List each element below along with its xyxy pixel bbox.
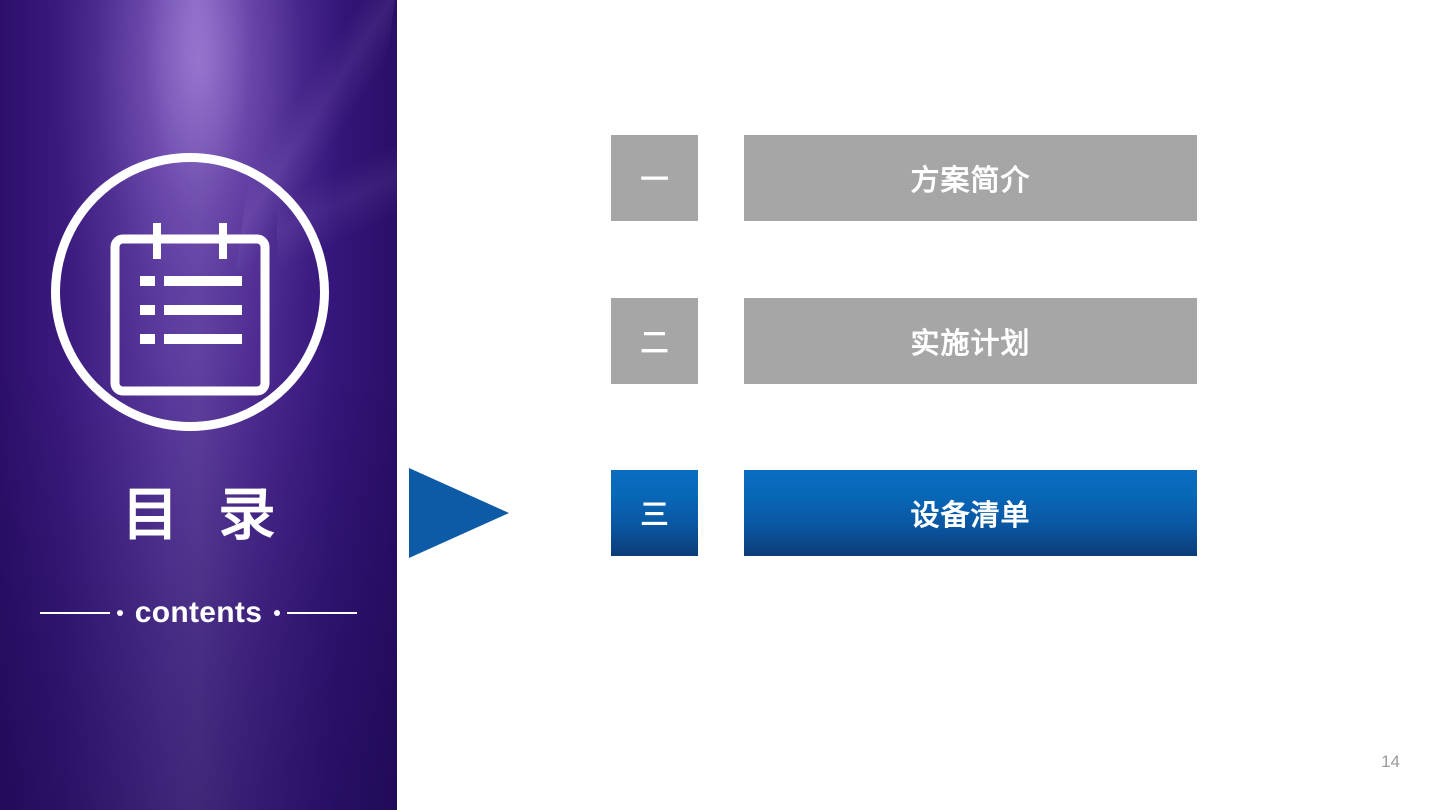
deco-dot [116, 610, 123, 616]
agenda-item-3-label: 设备清单 [744, 470, 1197, 556]
agenda-item-2-label: 实施计划 [744, 298, 1197, 384]
deco-line-segment [287, 612, 358, 614]
logo-circle-ring [51, 153, 329, 431]
clipboard-list-icon [110, 223, 270, 396]
triangle-arrow-icon [409, 468, 509, 558]
page-title-en: contents [134, 596, 263, 629]
agenda-item-2-number: 二 [611, 298, 698, 384]
agenda-item-1-label: 方案简介 [744, 135, 1197, 221]
agenda-item-2[interactable]: 二 实施计划 [611, 298, 1197, 384]
active-item-arrow-marker [409, 468, 509, 558]
agenda-item-1[interactable]: 一 方案简介 [611, 135, 1197, 221]
page-title-cn: 目 录 [121, 482, 286, 548]
page-number: 14 [1381, 752, 1400, 771]
left-purple-panel: 目 录 contents [0, 0, 397, 810]
deco-dot [274, 610, 281, 616]
deco-line-segment [39, 612, 110, 614]
agenda-item-3[interactable]: 三 设备清单 [611, 470, 1197, 556]
decoration-line-right [262, 610, 358, 616]
decoration-line-left [39, 610, 135, 616]
agenda-item-1-number: 一 [611, 135, 698, 221]
contents-subtitle-row: contents [0, 592, 397, 634]
agenda-item-3-number: 三 [611, 470, 698, 556]
